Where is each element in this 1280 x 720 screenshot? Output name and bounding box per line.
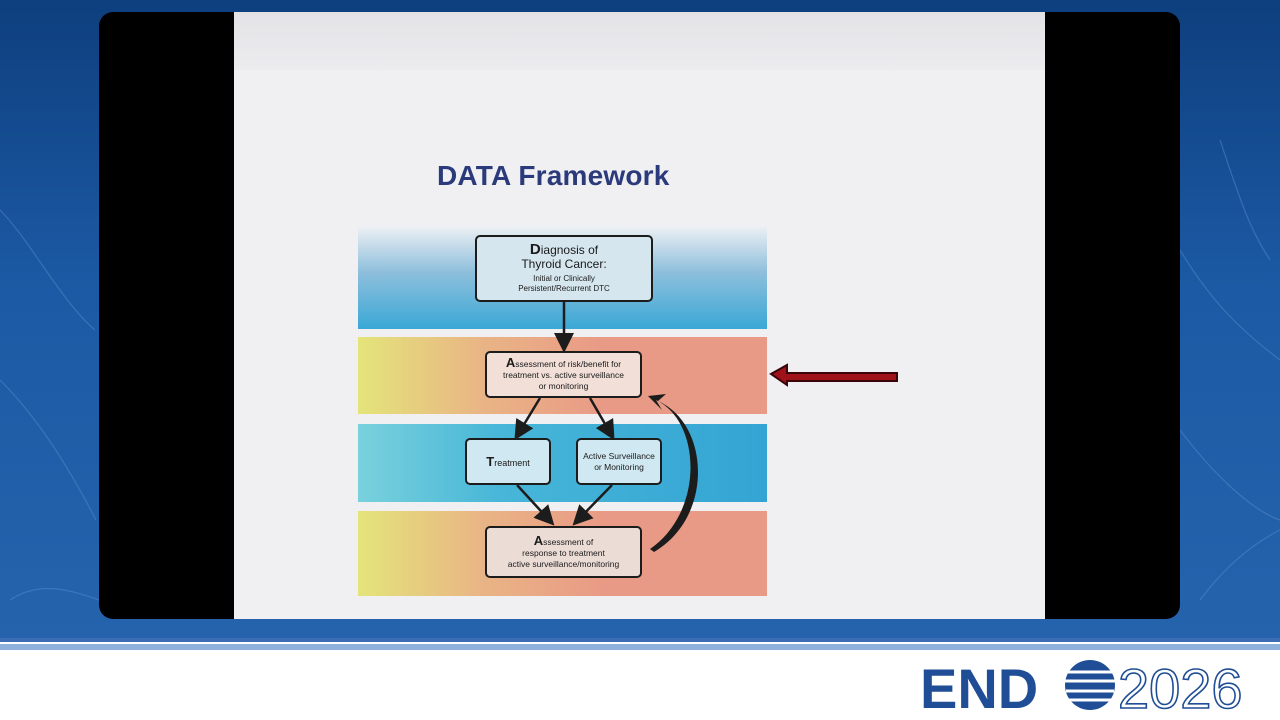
pointer-arrow [769,363,898,387]
slide-title: DATA Framework [437,160,670,191]
footer-divider-light [0,644,1280,650]
active-surveillance-box: Active Surveillance or Monitoring [576,438,662,485]
arrow-assessment-to-surveillance [588,397,615,441]
assessment-response-line3: active surveillance/monitoring [507,558,620,569]
endo-2026-logo: END 2026 [920,656,1243,714]
arrow-treatment-to-response [516,484,555,526]
treatment-cap: T [486,454,495,469]
assessment-response-line2: response to treatment [522,547,605,558]
slide-header-band [234,12,1045,70]
diagnosis-line1: iagnosis of [540,243,599,257]
diagnosis-line2: Thyroid Cancer: [521,257,607,271]
assessment-response-cap: A [533,532,544,548]
logo-text-end: END [920,657,1038,714]
assessment-response-box: Assessment of response to treatment acti… [485,526,642,578]
footer-divider [0,638,1280,642]
diagnosis-box: Diagnosis of Thyroid Cancer: Initial or … [475,235,653,302]
assessment-risk-cap: A [505,355,516,370]
band-treatment-options [358,424,767,502]
globe-icon [1065,660,1115,710]
background-pattern [0,139,1280,601]
assessment-risk-box: Assessment of risk/benefit for treatment… [485,351,642,398]
assessment-risk-line3: or monitoring [538,381,589,391]
diagnosis-line4: Persistent/Recurrent DTC [518,284,610,293]
logo-text-year: 2026 [1118,657,1243,714]
treatment-box: Treatment [465,438,551,485]
slide: DATA Framework [234,12,1045,619]
arrow-surveillance-to-response [572,484,613,526]
assessment-risk-line2: treatment vs. active surveillance [503,370,624,380]
active-surveillance-line2: or Monitoring [594,461,644,472]
diagnosis-cap: D [529,241,541,258]
treatment-label: reatment [494,458,530,468]
feedback-loop-arrow [648,394,698,552]
diagnosis-line3: Initial or Clinically [533,274,595,283]
assessment-risk-line1: ssessment of risk/benefit for [515,359,622,369]
arrow-assessment-to-treatment [514,397,542,441]
assessment-response-line1: ssessment of [543,536,594,547]
active-surveillance-line1: Active Surveillance [583,450,655,461]
